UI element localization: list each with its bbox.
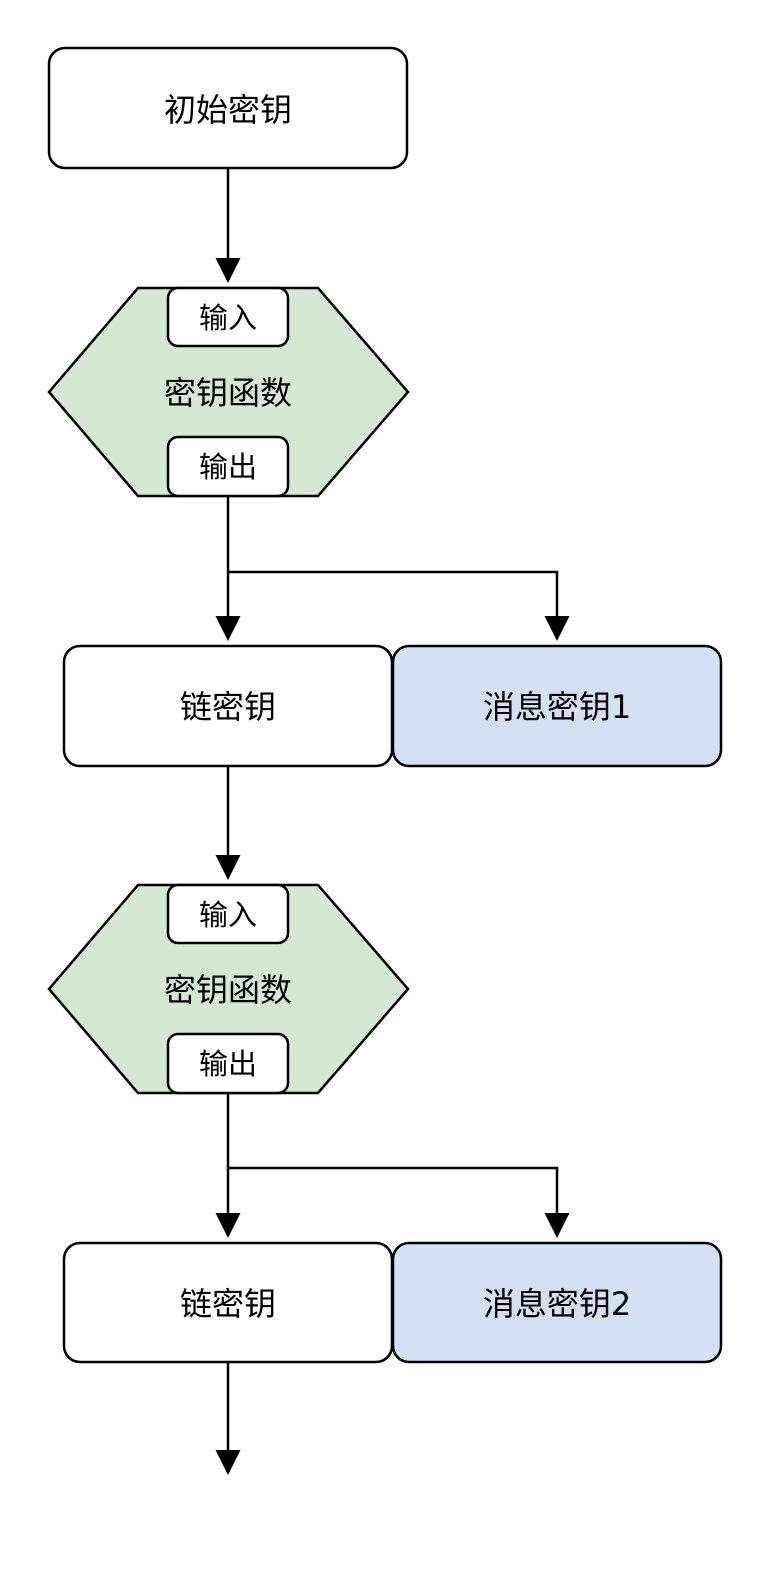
initial-key-label: 初始密钥 bbox=[164, 91, 292, 129]
message-key-1-box: 消息密钥1 bbox=[391, 644, 723, 768]
message-key-1-label: 消息密钥1 bbox=[483, 688, 631, 726]
chain-key-1-label: 链密钥 bbox=[180, 688, 276, 726]
function-2-hexagon bbox=[47, 883, 410, 1095]
key-function-2: 密钥函数 输入 输出 bbox=[47, 883, 410, 1095]
function-1-output-port: 输出 bbox=[166, 435, 290, 498]
function-1-hexagon bbox=[47, 286, 410, 498]
chain-key-2-label: 链密钥 bbox=[180, 1285, 276, 1323]
chain-key-2-box: 链密钥 bbox=[62, 1241, 394, 1364]
function-2-output-port: 输出 bbox=[166, 1032, 290, 1095]
function-1-output-label: 输出 bbox=[199, 450, 257, 484]
initial-key-box: 初始密钥 bbox=[47, 46, 409, 170]
function-1-label: 密钥函数 bbox=[164, 374, 292, 412]
function-2-output-label: 输出 bbox=[199, 1047, 257, 1081]
function-2-input-port: 输入 bbox=[166, 883, 290, 945]
arrow-function-1-to-message-key-1 bbox=[228, 570, 570, 641]
message-key-2-label: 消息密钥2 bbox=[483, 1285, 631, 1323]
function-2-input-label: 输入 bbox=[199, 898, 257, 932]
chain-key-1-box: 链密钥 bbox=[62, 644, 394, 768]
message-key-2-box: 消息密钥2 bbox=[391, 1241, 723, 1364]
function-2-label: 密钥函数 bbox=[164, 971, 292, 1009]
function-1-input-label: 输入 bbox=[199, 301, 257, 335]
arrow-function-2-to-message-key-2 bbox=[228, 1166, 570, 1238]
key-function-1: 密钥函数 输入 输出 bbox=[47, 286, 410, 498]
function-1-input-port: 输入 bbox=[166, 286, 290, 348]
